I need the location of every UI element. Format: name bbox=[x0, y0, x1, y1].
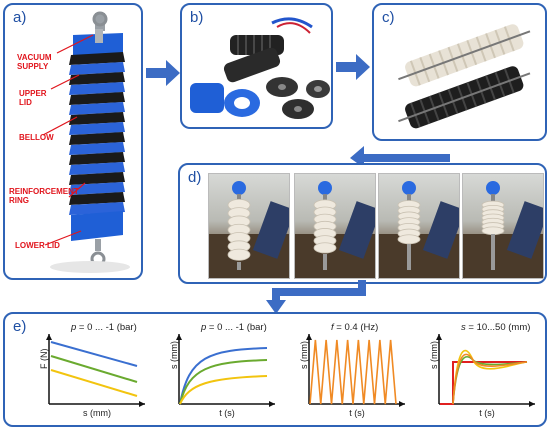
panel-a: a) VACUUM SUPPLY UPPER LID BELLOW REINFO… bbox=[3, 3, 143, 280]
arrow-c-to-d bbox=[350, 140, 450, 168]
panel-a-label: a) bbox=[13, 9, 27, 26]
mini-plot: p = 0 ... -1 (bar) F (N) s (mm) bbox=[39, 322, 145, 418]
mini-plot: s = 10...50 (mm) s (mm) t (s) bbox=[429, 322, 535, 418]
plot-series bbox=[179, 347, 268, 405]
panel-c: c) bbox=[372, 3, 547, 141]
test-rig-photo-frame bbox=[462, 173, 544, 279]
bellow-parts-photo bbox=[190, 17, 330, 119]
panel-b-label: b) bbox=[190, 9, 204, 26]
plot-series bbox=[50, 355, 138, 383]
panel-b: b) bbox=[180, 3, 333, 129]
plot-ylabel: F (N) bbox=[39, 349, 49, 370]
callout-reinforcement-ring: REINFORCEMENT RING bbox=[9, 187, 79, 205]
panel-d: d) bbox=[178, 163, 547, 284]
test-rig-photo-frame bbox=[378, 173, 460, 279]
plot-series bbox=[309, 339, 397, 405]
assembled-bellows-photo bbox=[398, 24, 531, 129]
plot-xlabel: t (s) bbox=[219, 408, 235, 418]
plot-series bbox=[50, 341, 138, 367]
bellow-actuator-illustration bbox=[42, 11, 130, 273]
plot-series bbox=[50, 369, 138, 397]
mini-plot: p = 0 ... -1 (bar) s (mm) t (s) bbox=[169, 322, 275, 418]
plot-ylabel: s (mm) bbox=[299, 341, 309, 369]
plot-title: s = 10...50 (mm) bbox=[461, 322, 530, 333]
plot-title: p = 0 ... -1 (bar) bbox=[200, 322, 267, 333]
plot-xlabel: s (mm) bbox=[83, 408, 111, 418]
plot-series bbox=[179, 375, 268, 405]
callout-upper-lid: UPPER LID bbox=[19, 89, 47, 107]
panel-e-label: e) bbox=[13, 318, 27, 335]
plot-xlabel: t (s) bbox=[479, 408, 495, 418]
arrow-b-to-c bbox=[336, 54, 370, 80]
callout-lower-lid: LOWER LID bbox=[15, 241, 60, 250]
panel-e: e) p = 0 ... -1 (bar)F (N)s (mm)p = 0 ..… bbox=[3, 312, 547, 427]
test-rig-photo-frame bbox=[208, 173, 290, 279]
plot-step-input bbox=[440, 361, 527, 405]
plot-title: p = 0 ... -1 (bar) bbox=[70, 322, 137, 333]
test-rig-photo-frame bbox=[294, 173, 376, 279]
callout-vacuum-supply: VACUUM SUPPLY bbox=[17, 53, 52, 71]
callout-bellow: BELLOW bbox=[19, 133, 54, 142]
arrow-d-to-e bbox=[266, 280, 366, 314]
plot-ylabel: s (mm) bbox=[169, 341, 179, 369]
arrow-a-to-b bbox=[146, 60, 180, 86]
plot-xlabel: t (s) bbox=[349, 408, 365, 418]
panel-d-label: d) bbox=[188, 169, 202, 186]
panel-c-label: c) bbox=[382, 9, 395, 26]
plot-title: f = 0.4 (Hz) bbox=[331, 322, 378, 333]
plot-ylabel: s (mm) bbox=[429, 341, 439, 369]
mini-plot: f = 0.4 (Hz) s (mm) t (s) bbox=[299, 322, 405, 418]
plot-series bbox=[179, 359, 268, 405]
plot-series bbox=[452, 353, 528, 405]
